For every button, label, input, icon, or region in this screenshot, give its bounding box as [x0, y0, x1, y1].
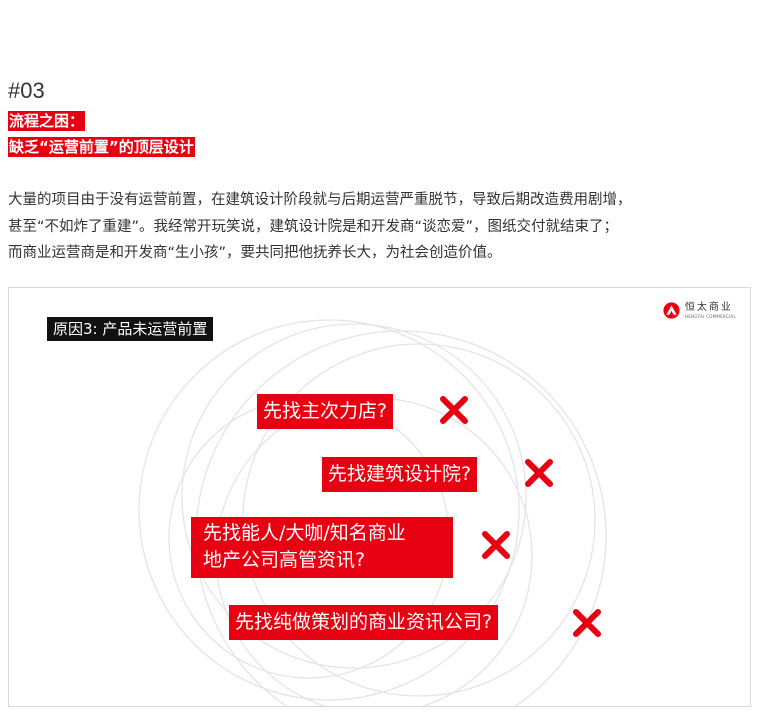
section-heading-line1: 流程之困： — [8, 111, 86, 131]
section-heading-line2: 缺乏“运营前置”的顶层设计 — [8, 137, 195, 157]
body-line: 大量的项目由于没有运营前置，在建筑设计阶段就与后期运营严重脱节，导致后期改造费用… — [8, 192, 632, 208]
question-box: 先找能人/大咖/知名商业 地产公司高管资讯? — [191, 517, 453, 578]
x-icon — [482, 531, 510, 559]
logo-name-cn: 恒太商业 — [684, 302, 733, 313]
x-icon — [525, 459, 553, 487]
question-line: 地产公司高管资讯? — [203, 549, 366, 571]
question-box: 先找主次力店? — [257, 394, 394, 429]
body-line: 甚至“不如炸了重建”。我经常开玩笑说，建筑设计院是和开发商“谈恋爱”，图纸交付就… — [8, 218, 619, 235]
question-line: 先找能人/大咖/知名商业 — [203, 522, 406, 544]
logo-icon — [663, 302, 680, 319]
slide-title: 原因3: 产品未运营前置 — [47, 317, 214, 341]
body-line: 而商业运营商是和开发商“生小孩”，要共同把他抚养长大，为社会创造价值。 — [8, 245, 502, 261]
decorative-rings — [138, 319, 607, 706]
x-icon — [440, 396, 468, 424]
logo-name-en: HENGTAI COMMERCIAL — [684, 314, 736, 319]
slide-image: 原因3: 产品未运营前置 恒太商业 HENGTAI COMMERCIAL 先找主… — [8, 287, 751, 707]
company-logo: 恒太商业 HENGTAI COMMERCIAL — [663, 302, 736, 319]
x-icon — [573, 609, 601, 637]
question-box: 先找纯做策划的商业资讯公司? — [229, 605, 499, 640]
section-number: #03 — [8, 78, 45, 103]
question-box: 先找建筑设计院? — [322, 457, 478, 492]
body-paragraph: 大量的项目由于没有运营前置，在建筑设计阶段就与后期运营严重脱节，导致后期改造费用… — [8, 187, 748, 267]
